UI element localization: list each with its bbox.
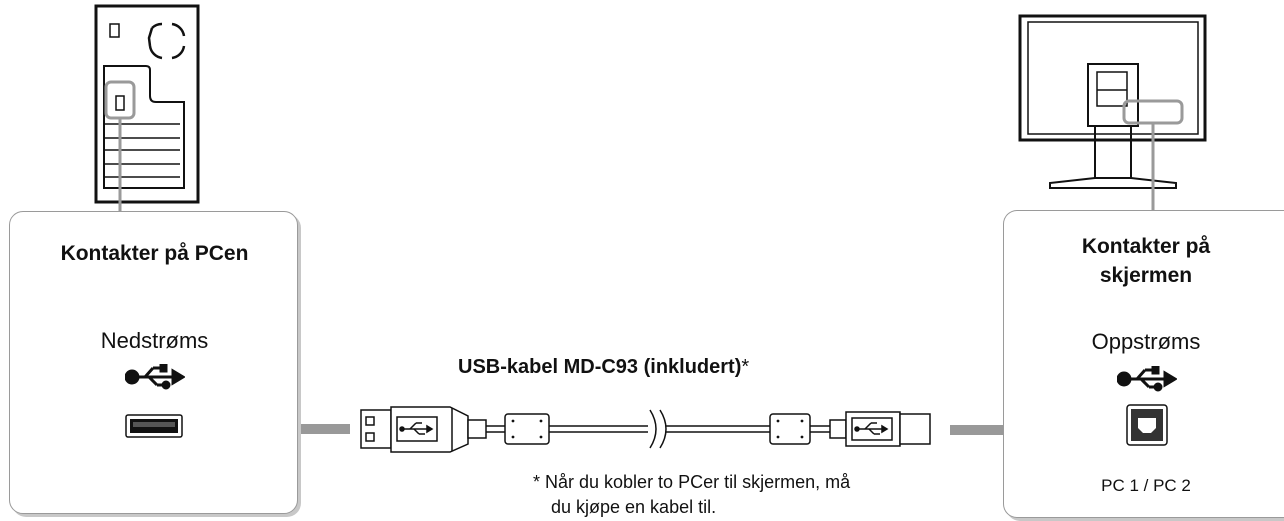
cable-dots	[511, 419, 804, 439]
usb-type-b-icon	[1126, 404, 1168, 446]
pc-port-highlight	[104, 80, 136, 120]
monitor-connector-panel: Kontakter på skjermen Oppstrøms PC 1 / P…	[1003, 210, 1284, 518]
monitor-port-highlight	[1122, 99, 1184, 125]
pc-panel-title: Kontakter på PCen	[60, 242, 249, 265]
downstream-label: Nedstrøms	[100, 328, 209, 353]
cable-asterisk: *	[741, 356, 750, 378]
monitor-back-icon	[1018, 14, 1207, 189]
usb-trident-icon	[1117, 366, 1177, 392]
pc-tower-icon	[94, 4, 200, 204]
upstream-label: Oppstrøms	[1091, 329, 1201, 354]
footnote-line-2: du kjøpe en kabel til.	[551, 497, 717, 517]
cable-name: USB-kabel MD-C93 (inkludert)	[458, 356, 742, 378]
pc-connector-panel: Kontakter på PCen Nedstrøms	[9, 211, 298, 514]
monitor-panel-title-line2: skjermen	[1099, 264, 1193, 287]
monitor-panel-title-line1: Kontakter på	[1081, 235, 1211, 258]
footnote: * Når du kobler to PCer til skjermen, må…	[533, 470, 850, 520]
usb-cable-icon	[360, 406, 931, 453]
plug-usb-symbol-icon	[399, 422, 889, 435]
pc-number-label: PC 1 / PC 2	[1101, 476, 1191, 495]
cable-label: USB-kabel MD-C93 (inkludert)*	[458, 356, 749, 379]
footnote-line-1: * Når du kobler to PCer til skjermen, må	[533, 472, 851, 492]
usb-type-a-icon	[125, 414, 183, 438]
usb-trident-icon	[125, 364, 185, 390]
